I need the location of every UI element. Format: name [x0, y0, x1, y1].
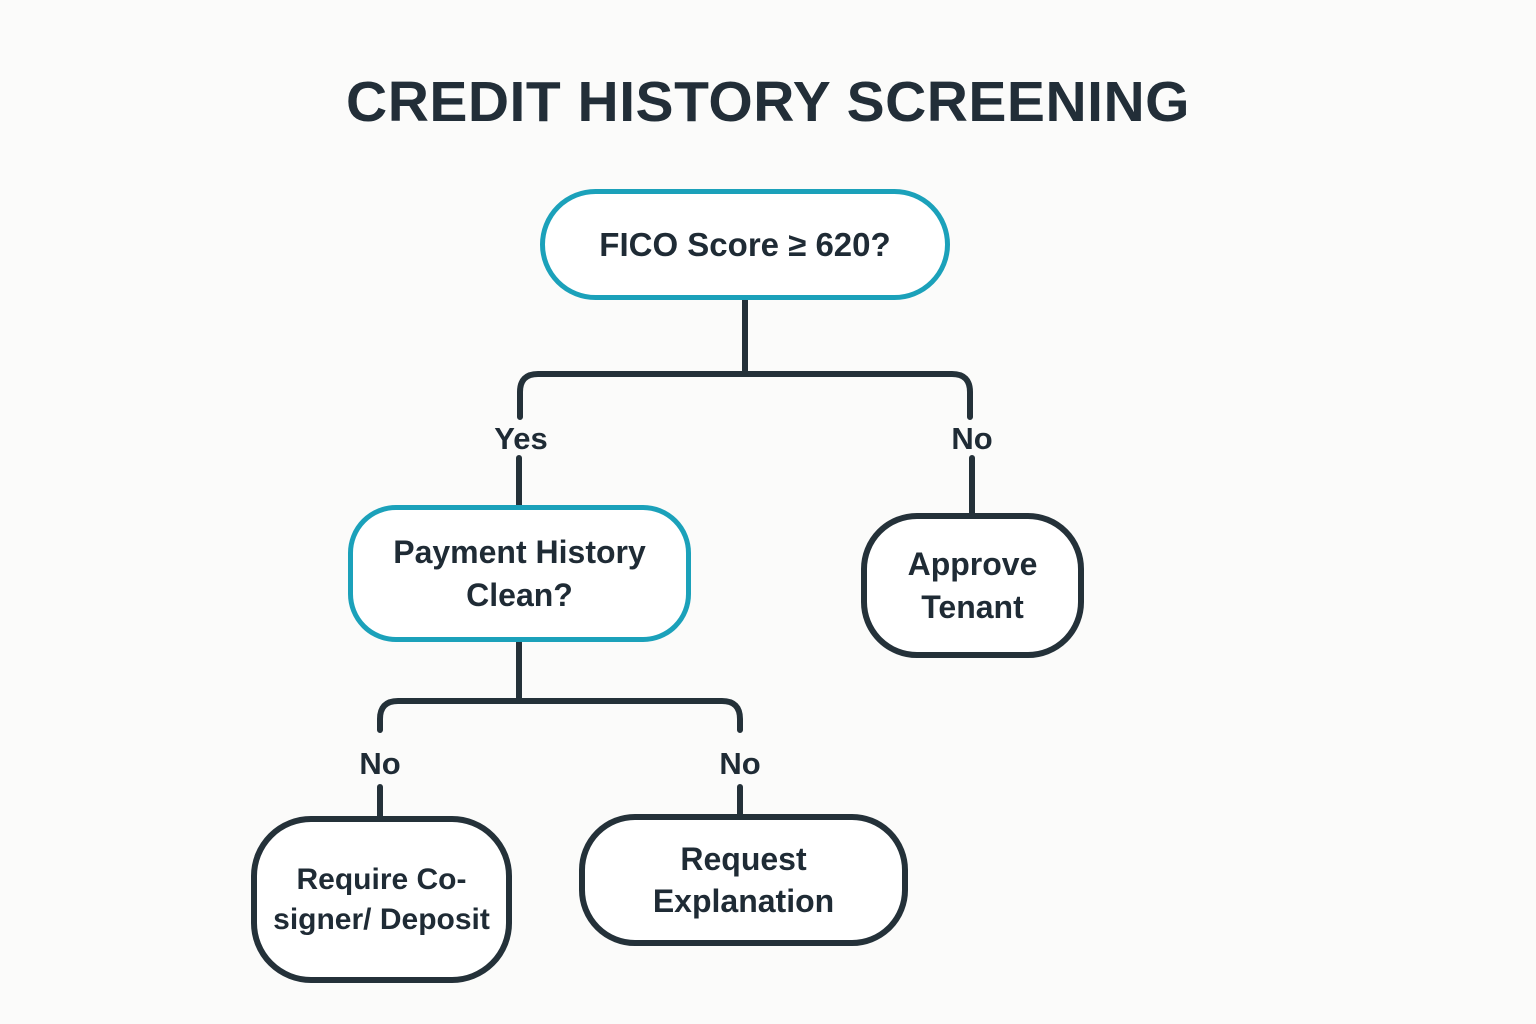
outcome-node-require-cosigner-deposit: Require Co-signer/ Deposit [251, 816, 512, 983]
decision-node-payment-history: Payment History Clean? [348, 505, 691, 642]
page-title: CREDIT HISTORY SCREENING [346, 70, 1190, 134]
branch-label-yes: Yes [494, 421, 548, 456]
edge-fico-split [517, 371, 973, 420]
branch-label-no: No [359, 746, 401, 781]
outcome-node-approve-tenant: Approve Tenant [861, 513, 1084, 658]
outcome-node-request-explanation: Request Explanation [579, 814, 908, 946]
branch-label-no: No [951, 421, 993, 456]
decision-node-fico-score: FICO Score ≥ 620? [540, 189, 950, 300]
branch-label-no: No [719, 746, 761, 781]
edge-payment-split [377, 698, 743, 733]
